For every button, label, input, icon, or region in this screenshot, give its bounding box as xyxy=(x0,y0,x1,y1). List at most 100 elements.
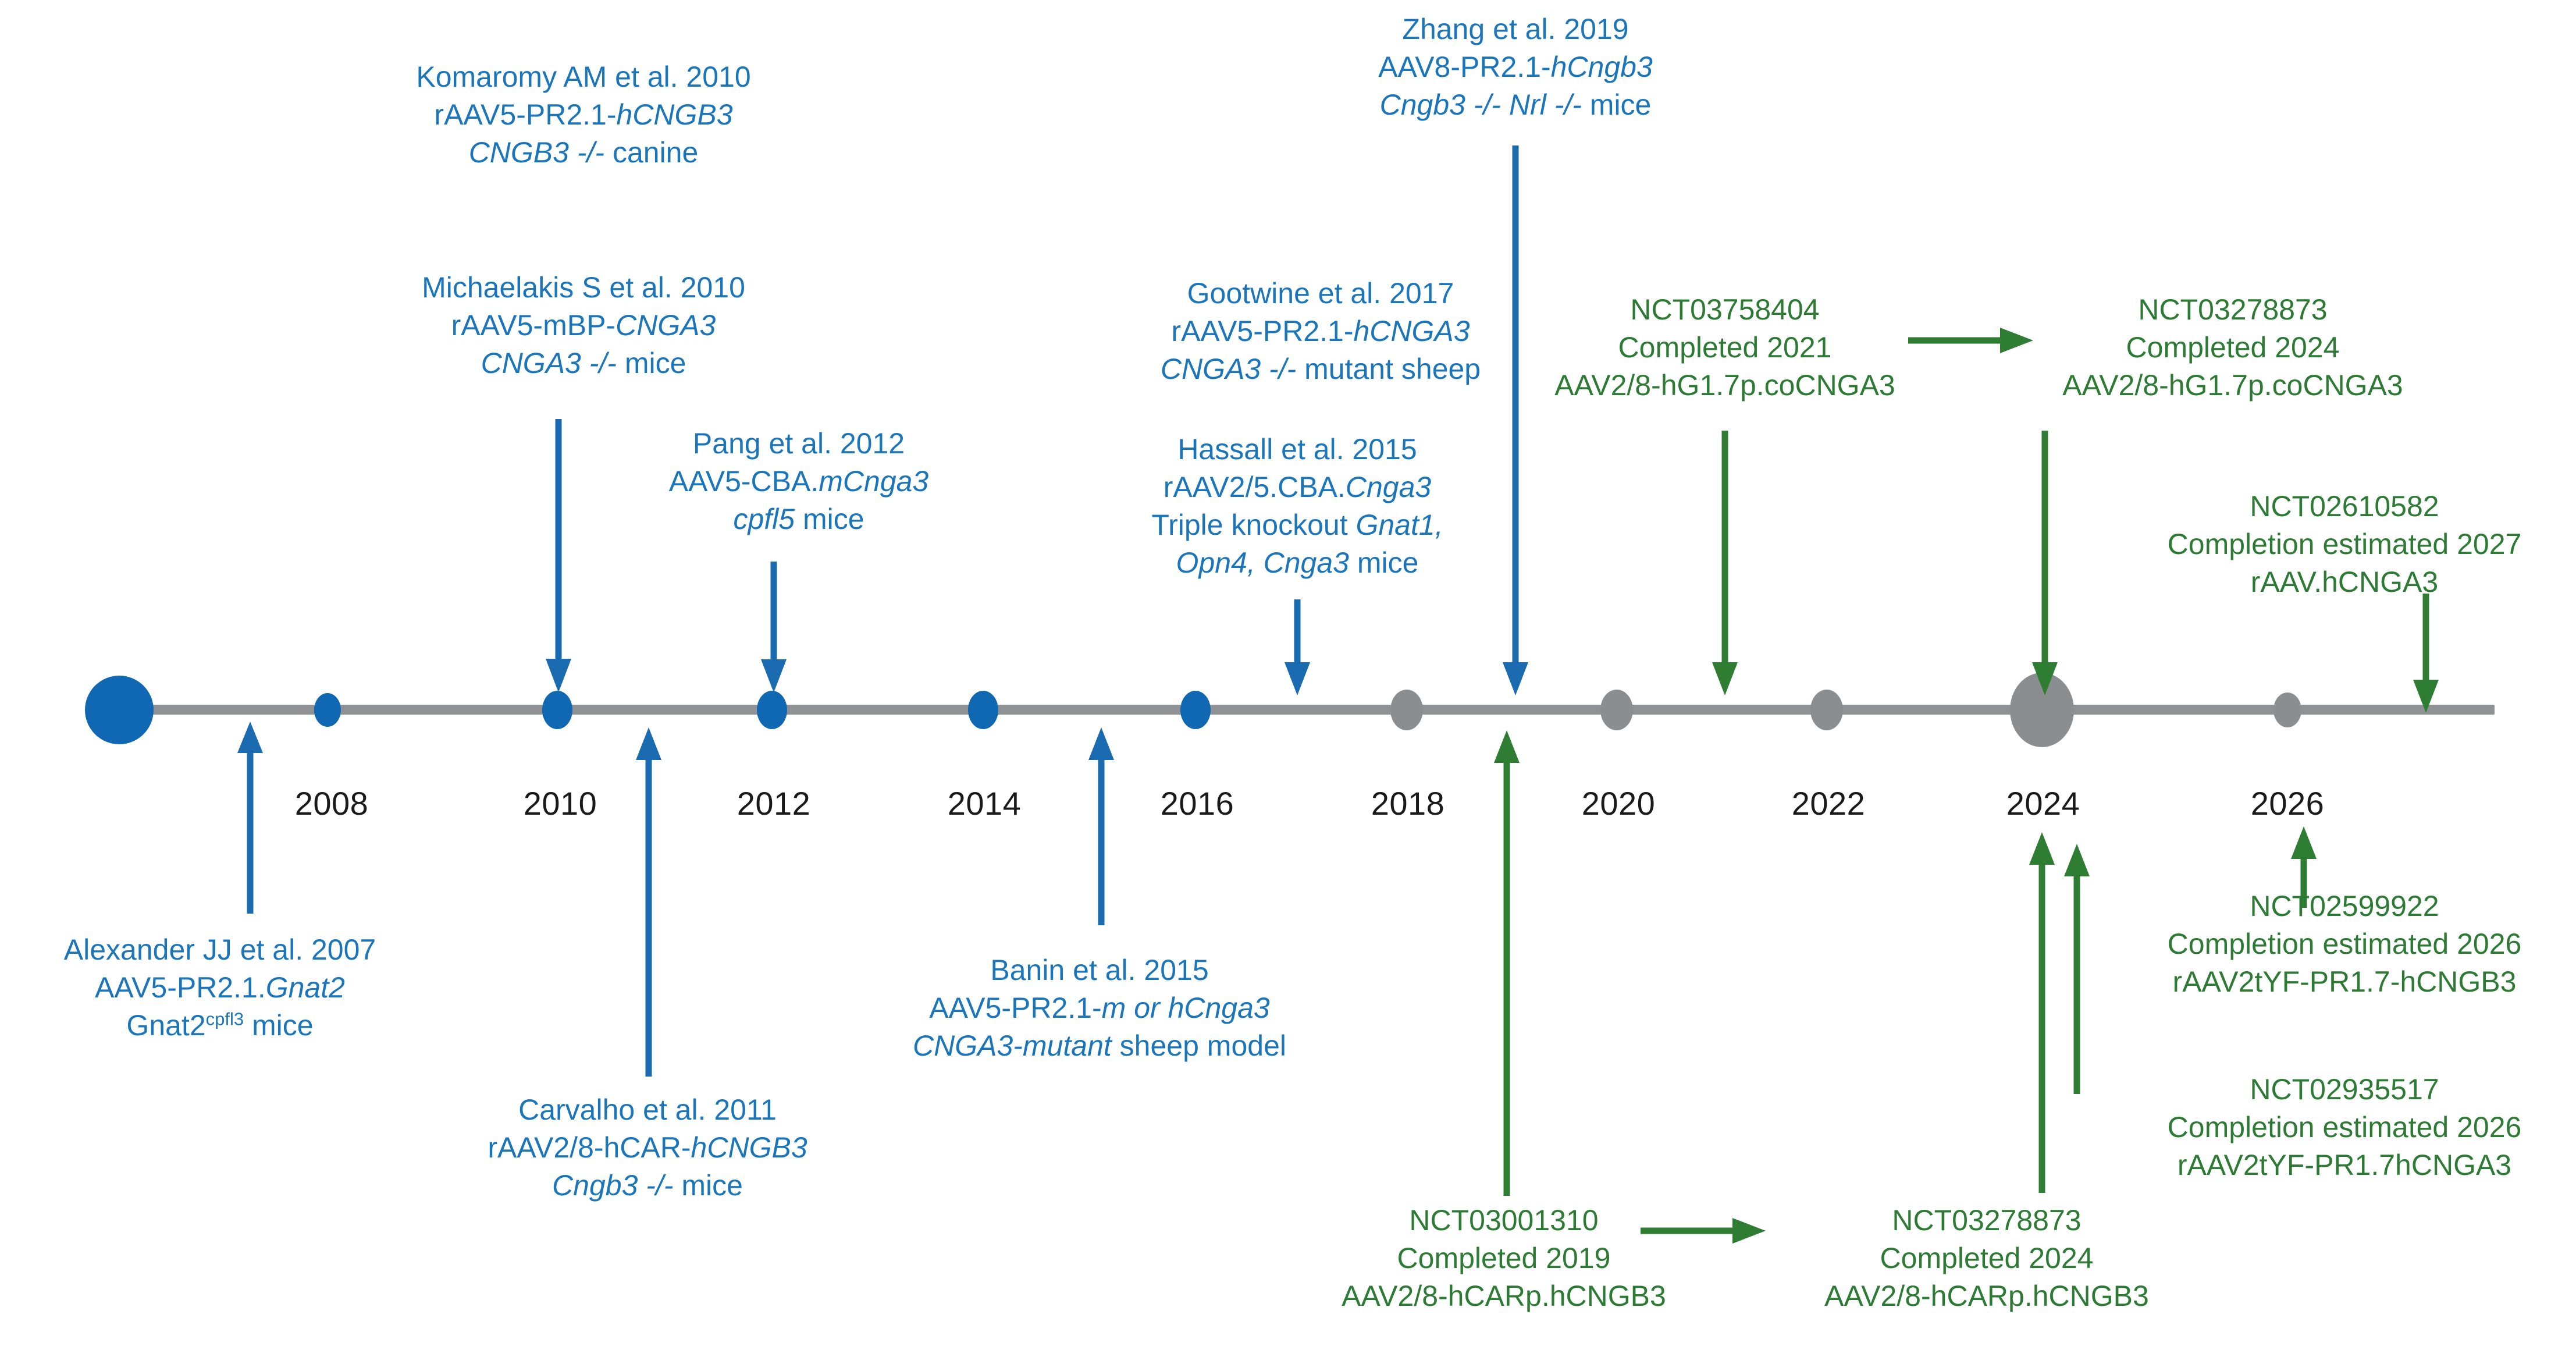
year-label-2026: 2026 xyxy=(2250,785,2325,822)
note-komaromy-line3: CNGB3 -/- canine xyxy=(468,136,699,169)
note-nct03758404-vector: AAV2/8-hG1.7p.coCNGA3 xyxy=(1554,369,1895,402)
note-nct03278873-cnga3-id: NCT03278873 xyxy=(2138,293,2328,326)
timeline-node-2008 xyxy=(314,693,341,727)
note-gootwine: Gootwine et al. 2017 rAAV5-PR2.1-hCNGA3 … xyxy=(1161,275,1481,388)
note-nct02610582-vector: rAAV.hCNGA3 xyxy=(2250,566,2439,598)
year-label-2016: 2016 xyxy=(1160,785,1234,822)
note-hassall-line3: Triple knockout Gnat1, xyxy=(1151,509,1443,541)
connector-nct03278873-cnga3 xyxy=(2027,431,2062,695)
note-hassall-line2: rAAV2/5.CBA.Cnga3 xyxy=(1163,471,1432,503)
note-alexander: Alexander JJ et al. 2007 AAV5-PR2.1.Gnat… xyxy=(64,931,376,1045)
note-gootwine-line2: rAAV5-PR2.1-hCNGA3 xyxy=(1171,315,1470,347)
connector-nct03278873-cngb3 xyxy=(2024,832,2059,1193)
note-nct03001310-id: NCT03001310 xyxy=(1409,1204,1599,1237)
connector-alexander xyxy=(233,722,268,914)
connector-nct03758404 xyxy=(1707,431,1742,695)
note-banin: Banin et al. 2015 AAV5-PR2.1-m or hCnga3… xyxy=(913,951,1286,1065)
connector-banin xyxy=(1084,727,1119,925)
timeline-node-2016 xyxy=(1180,691,1211,729)
note-nct03758404-status: Completed 2021 xyxy=(1618,331,1832,364)
note-carvalho-line2: rAAV2/8-hCAR-hCNGB3 xyxy=(488,1131,807,1164)
connector-pang xyxy=(756,562,791,692)
year-label-2012: 2012 xyxy=(736,785,811,822)
note-pang-line2: AAV5-CBA.mCnga3 xyxy=(668,465,929,498)
note-nct02935517-status: Completion estimated 2026 xyxy=(2167,1111,2522,1143)
connector-arrow-right-top xyxy=(1908,323,2033,358)
year-label-2020: 2020 xyxy=(1581,785,1656,822)
year-label-2008: 2008 xyxy=(294,785,369,822)
note-komaromy-line2: rAAV5-PR2.1-hCNGB3 xyxy=(434,98,733,131)
note-nct02935517-vector: rAAV2tYF-PR1.7hCNGA3 xyxy=(2177,1149,2512,1181)
timeline-node-2018 xyxy=(1390,690,1423,730)
note-nct03001310: NCT03001310 Completed 2019 AAV2/8-hCARp.… xyxy=(1342,1202,1666,1315)
connector-carvalho xyxy=(631,727,666,1077)
year-label-2018: 2018 xyxy=(1371,785,1445,822)
note-michaelakis-line1: Michaelakis S et al. 2010 xyxy=(422,271,745,304)
note-banin-line2: AAV5-PR2.1-m or hCnga3 xyxy=(929,992,1270,1024)
connector-zhang xyxy=(1498,145,1533,695)
note-zhang: Zhang et al. 2019 AAV8-PR2.1-hCngb3 Cngb… xyxy=(1378,10,1653,124)
note-alexander-line2: AAV5-PR2.1.Gnat2 xyxy=(95,971,345,1004)
note-alexander-line3: Gnat2cpfl3 mice xyxy=(126,1008,314,1042)
year-label-2022: 2022 xyxy=(1791,785,1866,822)
note-nct03001310-status: Completed 2019 xyxy=(1397,1242,1611,1274)
note-nct02610582-id: NCT02610582 xyxy=(2250,490,2439,523)
note-nct03001310-vector: AAV2/8-hCARp.hCNGB3 xyxy=(1342,1280,1666,1312)
timeline-node-2022 xyxy=(1810,690,1843,730)
connector-nct02610582 xyxy=(2408,594,2443,713)
note-hassall: Hassall et al. 2015 rAAV2/5.CBA.Cnga3 Tr… xyxy=(1151,431,1443,582)
connector-nct02935517 xyxy=(2059,844,2094,1094)
note-zhang-line1: Zhang et al. 2019 xyxy=(1402,13,1629,45)
note-nct02610582: NCT02610582 Completion estimated 2027 rA… xyxy=(2168,488,2522,601)
note-gootwine-line1: Gootwine et al. 2017 xyxy=(1187,277,1454,310)
connector-arrow-right-bottom xyxy=(1641,1213,1766,1248)
note-nct03278873-cnga3-vector: AAV2/8-hG1.7p.coCNGA3 xyxy=(2062,369,2403,402)
note-carvalho-line1: Carvalho et al. 2011 xyxy=(518,1093,777,1126)
connector-michaelakis xyxy=(541,419,576,692)
timeline-node-2014 xyxy=(968,691,998,729)
note-nct02610582-status: Completion estimated 2027 xyxy=(2167,528,2522,560)
note-michaelakis-line3: CNGA3 -/- mice xyxy=(481,347,686,379)
note-michaelakis-line2: rAAV5-mBP-CNGA3 xyxy=(451,309,716,342)
note-zhang-line2: AAV8-PR2.1-hCngb3 xyxy=(1378,51,1653,83)
note-nct03278873-cnga3: NCT03278873 Completed 2024 AAV2/8-hG1.7p… xyxy=(2062,291,2403,404)
note-pang: Pang et al. 2012 AAV5-CBA.mCnga3 cpfl5 m… xyxy=(669,425,929,538)
note-hassall-line1: Hassall et al. 2015 xyxy=(1177,433,1417,466)
note-gootwine-line3: CNGA3 -/- mutant sheep xyxy=(1160,353,1481,385)
timeline-node-2006 xyxy=(85,676,154,744)
note-nct03278873-cngb3: NCT03278873 Completed 2024 AAV2/8-hCARp.… xyxy=(1824,1202,2149,1315)
note-zhang-line3: Cngb3 -/- Nrl -/- mice xyxy=(1379,88,1652,121)
note-pang-line3: cpfl5 mice xyxy=(733,503,864,535)
timeline-node-2012 xyxy=(757,691,787,729)
note-alexander-line1: Alexander JJ et al. 2007 xyxy=(63,933,376,966)
connector-nct03001310 xyxy=(1489,730,1524,1196)
year-label-2024: 2024 xyxy=(2006,785,2080,822)
timeline-node-2020 xyxy=(1600,690,1633,730)
note-nct03758404: NCT03758404 Completed 2021 AAV2/8-hG1.7p… xyxy=(1554,291,1895,404)
note-nct02599922-vector: rAAV2tYF-PR1.7-hCNGB3 xyxy=(2172,965,2517,998)
year-label-2014: 2014 xyxy=(947,785,1022,822)
note-carvalho: Carvalho et al. 2011 rAAV2/8-hCAR-hCNGB3… xyxy=(488,1091,807,1205)
note-nct03278873-cnga3-status: Completed 2024 xyxy=(2126,331,2340,364)
note-nct02935517-id: NCT02935517 xyxy=(2250,1073,2439,1106)
note-komaromy: Komaromy AM et al. 2010 rAAV5-PR2.1-hCNG… xyxy=(416,58,750,172)
note-nct03758404-id: NCT03758404 xyxy=(1630,293,1820,326)
note-nct03278873-cngb3-status: Completed 2024 xyxy=(1880,1242,2094,1274)
note-nct02599922: NCT02599922 Completion estimated 2026 rA… xyxy=(2168,887,2522,1001)
note-nct03278873-cngb3-id: NCT03278873 xyxy=(1892,1204,2082,1237)
note-carvalho-line3: Cngb3 -/- mice xyxy=(552,1169,743,1202)
year-label-2010: 2010 xyxy=(523,785,597,822)
timeline-node-2010 xyxy=(542,691,572,729)
note-nct03278873-cngb3-vector: AAV2/8-hCARp.hCNGB3 xyxy=(1824,1280,2149,1312)
timeline-axis xyxy=(102,705,2495,715)
note-banin-line1: Banin et al. 2015 xyxy=(990,954,1209,986)
note-michaelakis: Michaelakis S et al. 2010 rAAV5-mBP-CNGA… xyxy=(422,269,745,382)
note-hassall-line4: Opn4, Cnga3 mice xyxy=(1176,546,1419,579)
note-nct02935517: NCT02935517 Completion estimated 2026 rA… xyxy=(2168,1071,2522,1184)
note-nct02599922-id: NCT02599922 xyxy=(2250,890,2439,922)
note-komaromy-line1: Komaromy AM et al. 2010 xyxy=(416,61,751,93)
note-pang-line1: Pang et al. 2012 xyxy=(692,427,905,460)
note-nct02599922-status: Completion estimated 2026 xyxy=(2167,928,2522,960)
timeline-node-2026 xyxy=(2273,692,2301,727)
